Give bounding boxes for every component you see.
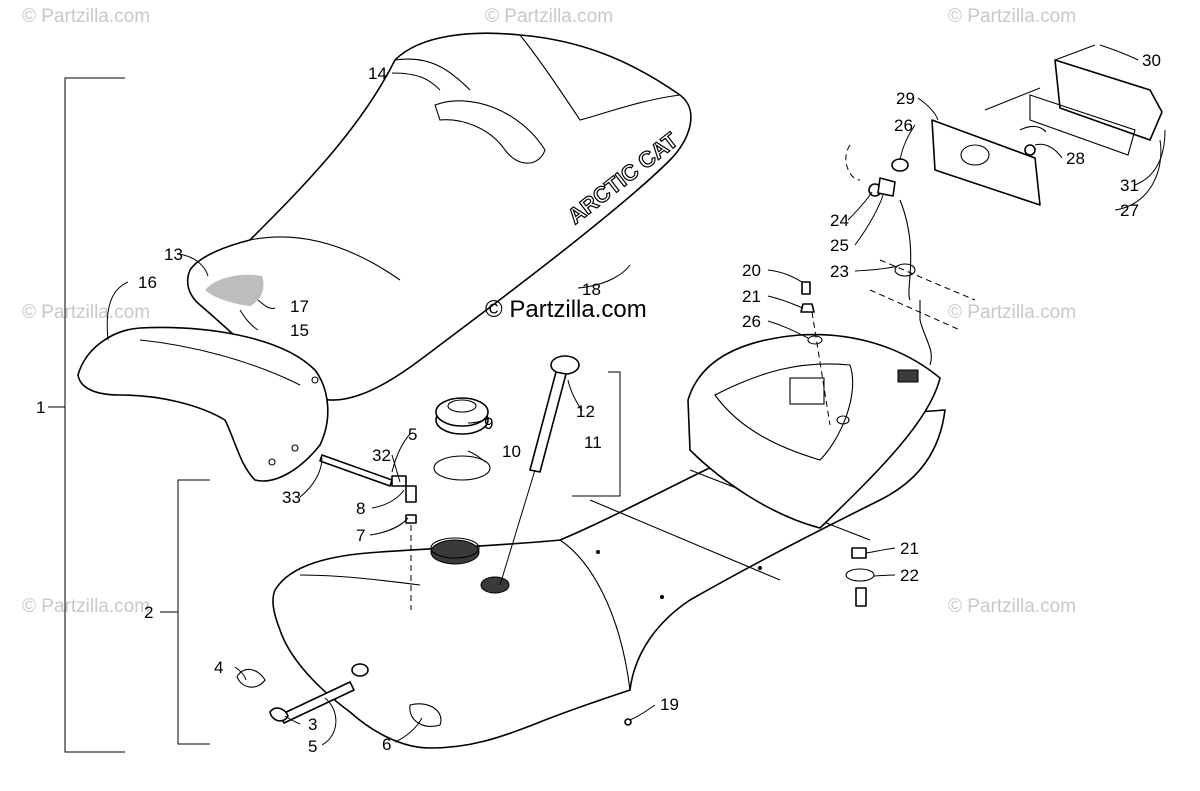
callout-9[interactable]: 9	[484, 414, 493, 433]
callout-5[interactable]: 5	[308, 737, 317, 756]
drain-fitting[interactable]	[236, 663, 369, 724]
callout-30[interactable]: 30	[1142, 51, 1161, 70]
callout-18[interactable]: 18	[582, 280, 601, 299]
callout-31[interactable]: 31	[1120, 176, 1139, 195]
gas-cap[interactable]	[435, 397, 489, 435]
seat-cover[interactable]	[77, 326, 329, 482]
callout-13[interactable]: 13	[164, 245, 183, 264]
callout-27[interactable]: 27	[1120, 201, 1139, 220]
hardware[interactable]	[624, 281, 875, 726]
taillight-assembly[interactable]	[845, 44, 1163, 383]
cap-gasket[interactable]	[433, 455, 491, 481]
watermark: © Partzilla.com	[22, 596, 150, 617]
callout-11[interactable]: 11	[584, 433, 602, 452]
callout-14[interactable]: 14	[368, 64, 387, 83]
callout-19[interactable]: 19	[660, 695, 679, 714]
callout-2[interactable]: 2	[144, 603, 153, 622]
callout-29[interactable]: 29	[896, 89, 915, 108]
callout-3[interactable]: 3	[308, 715, 317, 734]
callout-21[interactable]: 21	[900, 539, 919, 558]
callout-12[interactable]: 12	[576, 402, 595, 421]
callout-7[interactable]: 7	[356, 526, 365, 545]
callout-5[interactable]: 5	[408, 425, 417, 444]
callout-28[interactable]: 28	[1066, 149, 1085, 168]
callout-20[interactable]: 20	[742, 261, 761, 280]
callout-26[interactable]: 26	[742, 312, 761, 331]
callout-4[interactable]: 4	[214, 658, 223, 677]
callout-24[interactable]: 24	[830, 211, 849, 230]
watermark: © Partzilla.com	[948, 302, 1076, 323]
watermark: © Partzilla.com	[22, 302, 150, 323]
watermark: © Partzilla.com	[485, 6, 613, 27]
callout-10[interactable]: 10	[502, 442, 521, 461]
vent-hose[interactable]	[319, 454, 417, 610]
callout-1[interactable]: 1	[36, 398, 45, 417]
callout-26[interactable]: 26	[894, 116, 913, 135]
callout-25[interactable]: 25	[830, 236, 849, 255]
watermark: © Partzilla.com	[22, 6, 150, 27]
assembly-brackets	[48, 77, 621, 753]
leader-lines	[106, 44, 1166, 746]
watermark: © Partzilla.com	[948, 596, 1076, 617]
callout-8[interactable]: 8	[356, 499, 365, 518]
callout-6[interactable]: 6	[382, 735, 391, 754]
fuel-gauge-sender[interactable]	[499, 355, 580, 586]
storage-box[interactable]	[687, 333, 941, 529]
callout-17[interactable]: 17	[290, 297, 309, 316]
callout-23[interactable]: 23	[830, 262, 849, 281]
callout-21[interactable]: 21	[742, 287, 761, 306]
callout-32[interactable]: 32	[372, 446, 391, 465]
watermark: © Partzilla.com	[948, 6, 1076, 27]
callout-labels: 1 2 3 4 5 5 6 7 8 9 10 11 12 13 14 15 16…	[36, 51, 1161, 756]
callout-22[interactable]: 22	[900, 566, 919, 585]
callout-33[interactable]: 33	[282, 488, 301, 507]
callout-15[interactable]: 15	[290, 321, 309, 340]
center-watermark: © Partzilla.com	[485, 296, 647, 323]
callout-16[interactable]: 16	[138, 273, 157, 292]
